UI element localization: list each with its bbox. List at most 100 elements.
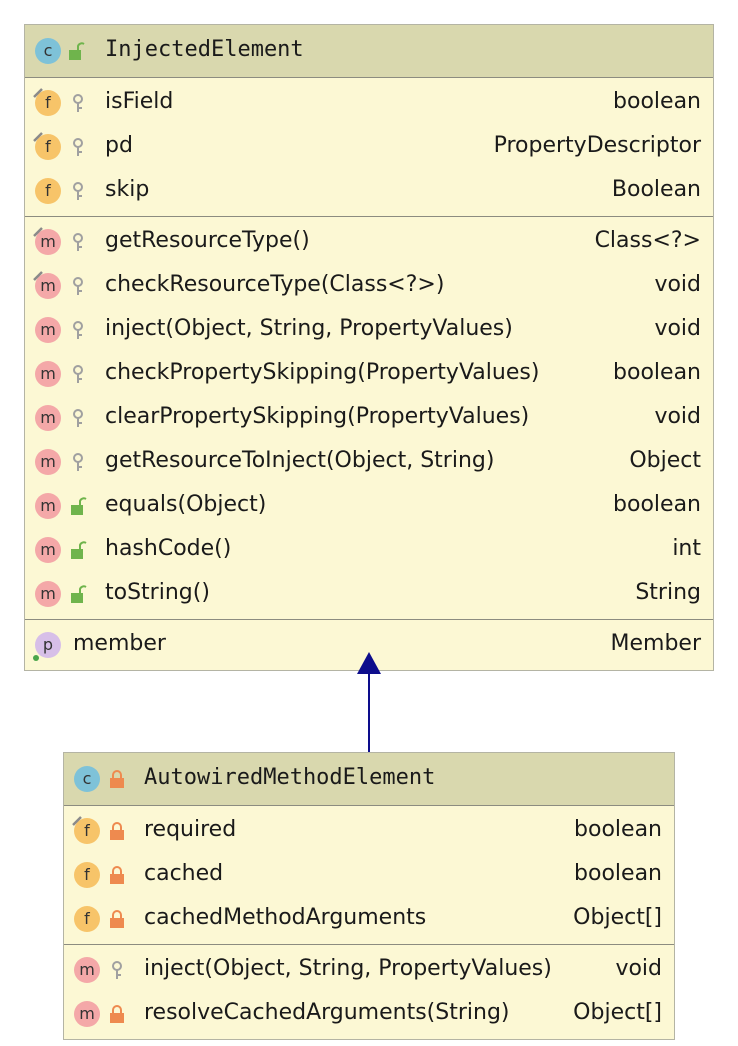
public-unlock-icon	[71, 497, 87, 515]
field-row[interactable]: f pd PropertyDescriptor	[25, 125, 713, 169]
method-icon: m	[35, 537, 61, 563]
method-row[interactable]: m toString() String	[25, 572, 713, 616]
field-type: boolean	[574, 817, 662, 842]
field-name: pd	[105, 133, 133, 158]
method-type: boolean	[613, 360, 701, 385]
method-row[interactable]: m checkPropertySkipping(PropertyValues) bo…	[25, 352, 713, 396]
field-icon: f	[74, 862, 100, 888]
field-type: Boolean	[611, 177, 701, 202]
class-box-injected-element[interactable]: c InjectedElement f isField boolean f pd Prop…	[24, 24, 714, 671]
public-unlock-icon	[69, 42, 85, 60]
field-row[interactable]: f required boolean	[64, 809, 674, 853]
method-type: void	[654, 272, 701, 297]
method-name: resolveCachedArguments(String)	[144, 1000, 510, 1025]
method-icon: m	[35, 449, 61, 475]
private-lock-icon	[110, 822, 124, 840]
package-key-icon	[73, 321, 83, 339]
class-icon: c	[74, 766, 100, 792]
private-lock-icon	[110, 866, 124, 884]
method-row[interactable]: m getResourceType() Class<?>	[25, 220, 713, 264]
method-name: checkResourceType(Class<?>)	[105, 272, 445, 297]
private-lock-icon	[110, 770, 124, 788]
package-key-icon	[73, 94, 83, 112]
field-type: Object[]	[573, 905, 662, 930]
field-type: boolean	[613, 89, 701, 114]
override-overlay-icon	[72, 816, 82, 826]
method-name: hashCode()	[105, 536, 232, 561]
method-icon: m	[74, 957, 100, 983]
field-row[interactable]: f isField boolean	[25, 81, 713, 125]
package-key-icon	[73, 138, 83, 156]
override-overlay-icon	[33, 132, 43, 142]
override-overlay-icon	[33, 227, 43, 237]
public-unlock-icon	[71, 585, 87, 603]
green-dot-icon	[33, 655, 39, 661]
package-key-icon	[73, 233, 83, 251]
private-lock-icon	[110, 910, 124, 928]
method-icon: m	[35, 317, 61, 343]
method-name: inject(Object, String, PropertyValues)	[144, 956, 552, 981]
class-name: InjectedElement	[105, 37, 304, 62]
class-box-autowired-method-element[interactable]: c AutowiredMethodElement f required boolea…	[63, 752, 675, 1040]
field-icon: f	[33, 88, 61, 116]
field-row[interactable]: f skip Boolean	[25, 169, 713, 213]
method-row[interactable]: m inject(Object, String, PropertyValues) v…	[25, 308, 713, 352]
method-name: getResourceType()	[105, 228, 310, 253]
property-icon: p	[35, 632, 61, 658]
method-icon: m	[35, 581, 61, 607]
method-icon: m	[33, 227, 61, 255]
public-unlock-icon	[71, 541, 87, 559]
method-type: Class<?>	[594, 228, 701, 253]
field-icon: f	[33, 132, 61, 160]
method-type: void	[615, 956, 662, 981]
method-row[interactable]: m checkResourceType(Class<?>) void	[25, 264, 713, 308]
field-name: cached	[144, 861, 224, 886]
fields-section: f isField boolean f pd PropertyDescriptor f ski…	[25, 78, 713, 217]
method-type: void	[654, 316, 701, 341]
field-icon: f	[72, 816, 100, 844]
method-icon: m	[33, 271, 61, 299]
method-type: int	[672, 536, 701, 561]
methods-section: m inject(Object, String, PropertyValues) v…	[64, 945, 674, 1039]
method-name: inject(Object, String, PropertyValues)	[105, 316, 513, 341]
override-overlay-icon	[33, 271, 43, 281]
methods-section: m getResourceType() Class<?> m checkResource…	[25, 217, 713, 620]
package-key-icon	[73, 453, 83, 471]
method-name: toString()	[105, 580, 210, 605]
method-type: boolean	[613, 492, 701, 517]
field-name: required	[144, 817, 237, 842]
package-key-icon	[73, 277, 83, 295]
field-row[interactable]: f cached boolean	[64, 853, 674, 897]
method-name: checkPropertySkipping(PropertyValues)	[105, 360, 540, 385]
package-key-icon	[73, 365, 83, 383]
method-type: String	[635, 580, 701, 605]
field-icon: f	[35, 178, 61, 204]
field-name: skip	[105, 177, 150, 202]
field-name: isField	[105, 89, 174, 114]
package-key-icon	[112, 961, 122, 979]
method-row[interactable]: m hashCode() int	[25, 528, 713, 572]
field-type: boolean	[574, 861, 662, 886]
method-row[interactable]: m inject(Object, String, PropertyValues) v…	[64, 948, 674, 992]
override-overlay-icon	[33, 88, 43, 98]
package-key-icon	[73, 409, 83, 427]
class-header: c AutowiredMethodElement	[64, 753, 674, 806]
package-key-icon	[73, 182, 83, 200]
field-name: cachedMethodArguments	[144, 905, 427, 930]
class-name: AutowiredMethodElement	[144, 765, 436, 790]
method-icon: m	[35, 361, 61, 387]
method-type: Object[]	[573, 1000, 662, 1025]
field-type: PropertyDescriptor	[493, 133, 701, 158]
method-name: getResourceToInject(Object, String)	[105, 448, 495, 473]
class-header: c InjectedElement	[25, 25, 713, 78]
method-name: clearPropertySkipping(PropertyValues)	[105, 404, 530, 429]
method-icon: m	[35, 493, 61, 519]
